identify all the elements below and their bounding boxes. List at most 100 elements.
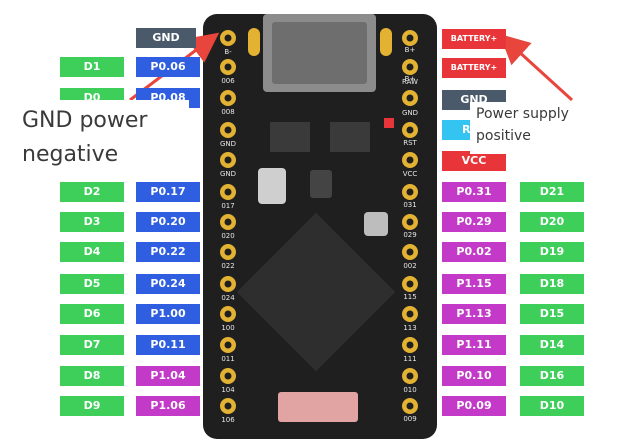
crystal	[258, 168, 286, 204]
pin-hole	[224, 341, 232, 349]
silkscreen-label: 106	[221, 416, 235, 424]
crystal-2	[364, 212, 388, 236]
board	[203, 14, 437, 439]
left-d-label: D6	[60, 304, 124, 324]
pin-hole	[406, 372, 414, 380]
left-p-label: P0.22	[136, 242, 200, 262]
gnd-callout-box	[14, 100, 189, 178]
left-p-label: P0.20	[136, 212, 200, 232]
gnd-label-top: GND	[136, 28, 196, 48]
right-p-label: P1.11	[442, 335, 506, 355]
pin-hole	[406, 94, 414, 102]
pin-hole	[406, 248, 414, 256]
silkscreen-label: 100	[221, 324, 234, 332]
right-d-label: D15	[520, 304, 584, 324]
right-d-label: D14	[520, 335, 584, 355]
left-p-label: P0.17	[136, 182, 200, 202]
silkscreen-label: 009	[403, 415, 416, 423]
right-p-label: P0.31	[442, 182, 506, 202]
pin-hole	[406, 402, 414, 410]
pin-hole	[406, 63, 414, 71]
silkscreen-label: GND	[220, 170, 236, 178]
silkscreen-label: 031	[403, 201, 416, 209]
right-p-label: P0.10	[442, 366, 506, 386]
silkscreen-label: B+	[405, 46, 416, 54]
pin-hole	[224, 188, 232, 196]
left-d-label: D4	[60, 242, 124, 262]
silkscreen-label: 020	[221, 232, 234, 240]
left-d-label: D5	[60, 274, 124, 294]
left-d-label: D1	[60, 57, 124, 77]
silkscreen-label: 017	[221, 202, 234, 210]
silkscreen-label: 113	[403, 324, 416, 332]
gnd-callout-line1: GND power	[22, 108, 148, 133]
silkscreen-label: RST	[403, 139, 417, 147]
silkscreen-label: 010	[403, 386, 416, 394]
ic-chip-small-2	[330, 122, 370, 152]
gnd-callout-line2: negative	[22, 142, 119, 167]
pin-hole	[224, 372, 232, 380]
right-p-label: P0.09	[442, 396, 506, 416]
left-p-label: P1.00	[136, 304, 200, 324]
right-d-label: D19	[520, 242, 584, 262]
inductor	[310, 170, 332, 198]
pin-hole	[406, 310, 414, 318]
silkscreen-label: 008	[221, 108, 234, 116]
silkscreen-label: B+	[405, 75, 416, 83]
arrow-power	[499, 33, 574, 102]
left-d-label: D9	[60, 396, 124, 416]
pin-hole	[224, 126, 232, 134]
pin-hole	[224, 248, 232, 256]
reset-button	[278, 392, 358, 422]
silkscreen-label: 024	[221, 294, 235, 302]
right-p-label: P0.29	[442, 212, 506, 232]
power-callout-box	[470, 102, 590, 154]
silkscreen-label: RAW	[402, 78, 418, 86]
left-p-label: P0.24	[136, 274, 200, 294]
pin-hole	[406, 126, 414, 134]
silkscreen-label: 115	[403, 293, 416, 301]
pin-hole	[224, 63, 232, 71]
pin-hole	[224, 402, 232, 410]
pin-hole	[224, 34, 232, 42]
pin-hole	[406, 341, 414, 349]
left-p-label: P0.06	[136, 57, 200, 77]
pin-hole	[224, 94, 232, 102]
power-callout-line1: Power supply	[476, 106, 569, 122]
left-d-label: D2	[60, 182, 124, 202]
pin-hole	[406, 156, 414, 164]
right-p-label: P0.02	[442, 242, 506, 262]
right-d-label: D20	[520, 212, 584, 232]
left-pads	[220, 30, 236, 414]
left-p-label: P1.06	[136, 396, 200, 416]
left-d-label: D3	[60, 212, 124, 232]
right-d-label: D21	[520, 182, 584, 202]
left-d-label: D7	[60, 335, 124, 355]
silkscreen-label: 029	[403, 231, 416, 239]
battery-label-top: BATTERY+	[442, 29, 506, 49]
silkscreen-label: B-	[224, 48, 232, 56]
right-d-label: D18	[520, 274, 584, 294]
right-d-label: D10	[520, 396, 584, 416]
silkscreen-label: 011	[221, 355, 234, 363]
silkscreen-label: GND	[402, 109, 418, 117]
silkscreen-label: 002	[403, 262, 416, 270]
left-d-label: D8	[60, 366, 124, 386]
pin-hole	[406, 34, 414, 42]
pin-hole	[406, 218, 414, 226]
left-p-label: P1.04	[136, 366, 200, 386]
silkscreen-label: 104	[221, 386, 235, 394]
pin-hole	[224, 310, 232, 318]
silkscreen-label: 022	[221, 262, 234, 270]
left-p-label: P0.11	[136, 335, 200, 355]
power-callout-line2: positive	[476, 128, 531, 144]
right-p-label: P1.15	[442, 274, 506, 294]
red-led	[384, 118, 394, 128]
battery-label-second: BATTERY+	[442, 58, 506, 78]
silkscreen-label: VCC	[403, 170, 418, 178]
pin-hole	[224, 156, 232, 164]
vcc-label-right: VCC	[442, 151, 506, 171]
silkscreen-label: 111	[403, 355, 416, 363]
